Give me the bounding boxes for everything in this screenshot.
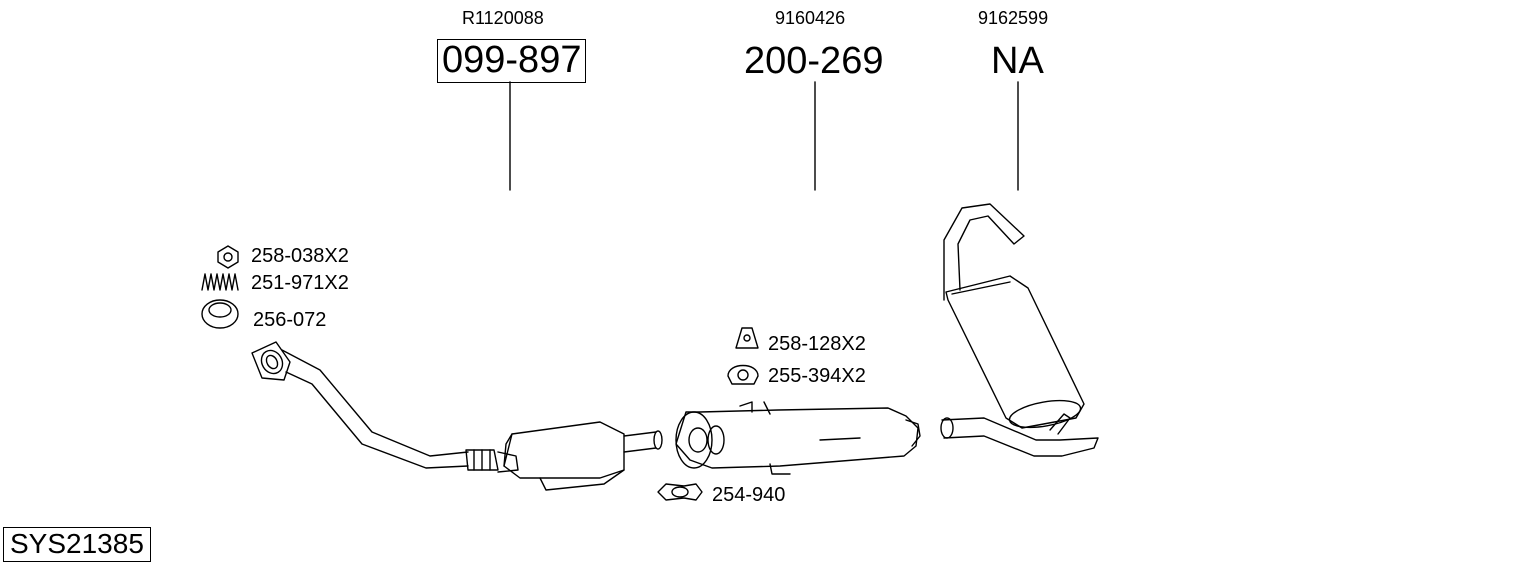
nut-icon [217, 245, 239, 269]
center-muffler [675, 401, 921, 475]
part-number-1[interactable]: 099-897 [437, 39, 587, 83]
mounting-rubber-icon [727, 364, 759, 385]
accessory-label-mounting-rubber[interactable]: 255-394X2 [768, 365, 866, 387]
accessory-label-clamp[interactable]: 254-940 [712, 484, 786, 506]
system-code: SYS21385 [3, 527, 151, 562]
accessory-label-gasket[interactable]: 256-072 [253, 309, 327, 331]
part-number-3: NA [991, 40, 1044, 82]
oem-number-1: R1120088 [462, 8, 544, 28]
oem-number-2: 9160426 [775, 8, 846, 28]
spring-icon [201, 273, 239, 291]
part-number-2[interactable]: 200-269 [744, 40, 884, 82]
accessory-label-nut[interactable]: 258-038X2 [251, 245, 349, 267]
gasket-ring-icon [201, 299, 239, 329]
accessory-label-spring[interactable]: 251-971X2 [251, 272, 349, 294]
rear-muffler [940, 203, 1099, 457]
accessory-label-rubber-hanger[interactable]: 258-128X2 [768, 333, 866, 355]
oem-number-3: 9162599 [978, 8, 1049, 28]
rubber-hanger-icon [735, 327, 759, 349]
front-pipe-catalytic-converter [251, 341, 663, 491]
pipe-clamp-icon [657, 483, 703, 501]
